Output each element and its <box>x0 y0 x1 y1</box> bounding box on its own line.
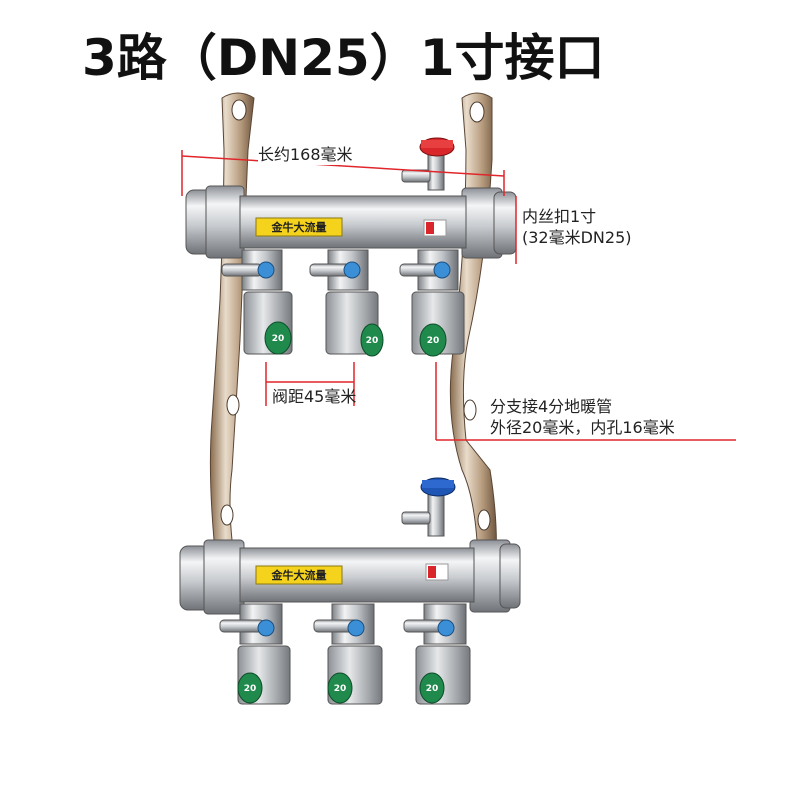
branch-annotation-line1: 分支接4分地暖管 <box>490 397 613 416</box>
thread-annotation: 内丝扣1寸 (32毫米DN25) <box>522 206 632 248</box>
thread-annotation-line1: 内丝扣1寸 <box>522 207 597 226</box>
svg-text:20: 20 <box>272 334 285 344</box>
svg-text:20: 20 <box>244 684 257 694</box>
upper-valve-2: 20 <box>309 249 384 357</box>
svg-text:20: 20 <box>427 336 440 346</box>
spacing-annotation: 阀距45毫米 <box>272 387 357 406</box>
upper-valve-3: 20 <box>399 249 465 357</box>
branch-annotation-line2: 外径20毫米，内孔16毫米 <box>490 418 675 437</box>
product-title: 3路（DN25）1寸接口 <box>82 29 605 87</box>
dimension-lines <box>181 150 736 441</box>
lower-valve-3: 20 <box>403 603 471 705</box>
brand-label-lower <box>255 565 343 585</box>
lower-valve-1: 20 <box>219 603 291 705</box>
svg-text:20: 20 <box>334 684 347 694</box>
lower-valve-2: 20 <box>313 603 383 705</box>
upper-manifold: 金牛大流量 20 20 20 <box>185 137 517 357</box>
svg-text:20: 20 <box>426 684 439 694</box>
upper-valve-1: 20 <box>221 249 293 355</box>
brand-label-upper <box>255 217 343 237</box>
thread-annotation-line2: (32毫米DN25) <box>522 228 632 247</box>
brand-label-upper-text: 金牛大流量 <box>271 220 327 234</box>
length-annotation: 长约168毫米 <box>258 144 353 165</box>
svg-text:20: 20 <box>366 336 379 346</box>
lower-manifold: 金牛大流量 20 20 20 <box>179 477 521 705</box>
branch-annotation: 分支接4分地暖管 外径20毫米，内孔16毫米 <box>490 396 675 438</box>
brand-label-lower-text: 金牛大流量 <box>271 568 327 582</box>
